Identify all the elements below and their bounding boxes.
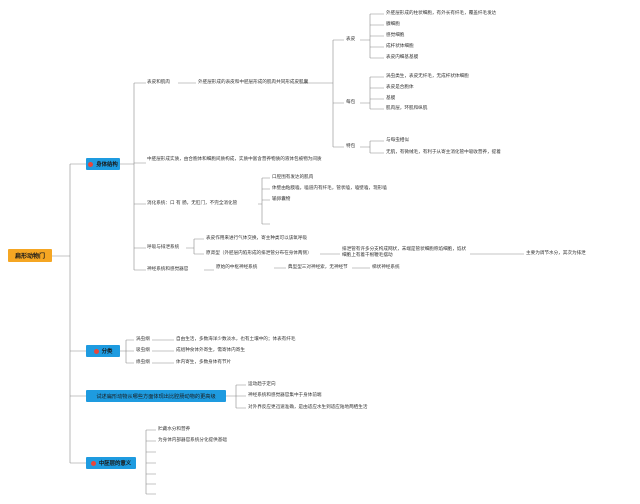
nervous-label[interactable]: 神经系统和感觉器官 xyxy=(147,267,189,272)
topic-icon xyxy=(88,161,94,167)
excretory-note[interactable]: 主要为调节水分，其次为排泄 xyxy=(526,251,586,256)
class-name[interactable]: 涡虫纲 xyxy=(136,337,150,342)
root-label: 扁形动物门 xyxy=(14,253,45,260)
class-name[interactable]: 绦虫纲 xyxy=(136,360,150,365)
digestive-label[interactable]: 消化系统：口 有 肠，无肛门，不完全消化管 xyxy=(147,201,238,206)
epidermis-item[interactable]: 成杆状体细胞 xyxy=(386,44,414,49)
class-desc[interactable]: 体内寄生，多数身体有节片 xyxy=(176,360,232,365)
epidermis-item[interactable]: 感觉细胞 xyxy=(386,33,405,38)
nervous-chain-item[interactable]: 原始的中枢神经系统 xyxy=(216,265,258,270)
significance-item[interactable]: 贮藏水分和营养 xyxy=(158,427,191,432)
body-wall-desc[interactable]: 外胚层形成的表皮和中胚层形成的肌肉共同形成皮肌囊 xyxy=(198,80,309,85)
nervous-chain-item[interactable]: 梯状神经系统 xyxy=(372,265,400,270)
evolution-item[interactable]: 对外界反应更迅速准确，是由适应水生到适应陆地两栖生活 xyxy=(248,405,368,410)
epidermis-item[interactable]: 表皮内细基基膜 xyxy=(386,55,419,60)
topic-icon xyxy=(93,348,99,354)
muscle-label[interactable]: 每包 xyxy=(346,100,356,105)
body-wall-label[interactable]: 表皮和肌肉 xyxy=(147,80,170,85)
nervous-chain-item[interactable]: 典型型三对神经索，无神经节 xyxy=(288,265,348,270)
class-desc[interactable]: 自由生活，多数海洋少数淡水，也有土壤中的；体表有纤毛 xyxy=(176,337,296,342)
node-evolution-label: 试述扁形动物从哪些方面体现出比腔肠动物的更高级 xyxy=(96,393,216,400)
node-structure[interactable]: 身体结构 xyxy=(86,158,120,170)
significance-item[interactable]: 为身体内部器官系统分化提供基础 xyxy=(158,438,227,443)
muscle-item[interactable]: 基膜 xyxy=(386,96,396,101)
excretory-detail[interactable]: 排泄管有许多分支构成网状，末端是管状细胞称焰细胞，焰状细胞上有着干根鞭毛摆动 xyxy=(342,247,467,258)
node-classification-label: 分类 xyxy=(101,349,113,355)
class-name[interactable]: 吸虫纲 xyxy=(136,348,150,353)
excretory-item[interactable]: 表皮作用来进行气体交换，寄主种类可以该氧呼吸 xyxy=(206,236,308,241)
evolution-item[interactable]: 神经系统和感觉器官集中于身体前端 xyxy=(248,393,322,398)
evolution-item[interactable]: 运动趋于定向 xyxy=(248,382,276,387)
epidermis-item[interactable]: 腺细胞 xyxy=(386,22,400,27)
digestive-item[interactable]: 口腔围有发达的肌肉 xyxy=(272,175,314,180)
epidermis-item[interactable]: 外胚层形成的柱状细胞，有外长有纤毛，覆盖纤毛发达 xyxy=(386,11,497,16)
muscle-item[interactable]: 涡虫类生，表皮无纤毛，无成杆状体细胞 xyxy=(386,74,469,79)
class-desc[interactable]: 成组种食体外寄生，需寄体内寄生 xyxy=(176,348,245,353)
special-label[interactable]: 特包 xyxy=(346,144,356,149)
node-significance-label: 中胚层的意义 xyxy=(98,461,132,467)
node-classification[interactable]: 分类 xyxy=(86,345,120,357)
node-structure-label: 身体结构 xyxy=(96,162,118,168)
mesoderm-desc[interactable]: 中胚层形成实质，由合胞体和细胞间质构成，实质中富含营养物质的液体包被物为间质 xyxy=(147,157,322,162)
node-evolution[interactable]: 试述扁形动物从哪些方面体现出比腔肠动物的更高级 xyxy=(86,390,226,402)
special-item[interactable]: 与每虫相似 xyxy=(386,138,409,143)
special-item[interactable]: 无肌，有微绒毛，有利于从寄主消化管中吸收营养，提着 xyxy=(386,150,501,155)
digestive-item[interactable]: 体壁由粘膜嗑，嗑道内有纤毛，管状嗑，嗑壁嗑，现形嗑 xyxy=(272,186,387,191)
muscle-item[interactable]: 肌肉层，环肌和纵肌 xyxy=(386,106,428,111)
root-node[interactable]: 扁形动物门 xyxy=(8,249,52,262)
epidermis-label[interactable]: 表皮 xyxy=(346,37,356,42)
excretory-item[interactable]: 原肾型（外胚层内陷形成的排泄管分布在身体两侧） xyxy=(206,251,312,256)
digestive-item[interactable]: 输卵囊物 xyxy=(272,197,291,202)
topic-icon xyxy=(90,460,96,466)
excretory-label[interactable]: 呼吸与排泄系统 xyxy=(147,245,180,250)
muscle-item[interactable]: 表皮是合胞体 xyxy=(386,85,414,90)
node-significance[interactable]: 中胚层的意义 xyxy=(86,457,136,469)
